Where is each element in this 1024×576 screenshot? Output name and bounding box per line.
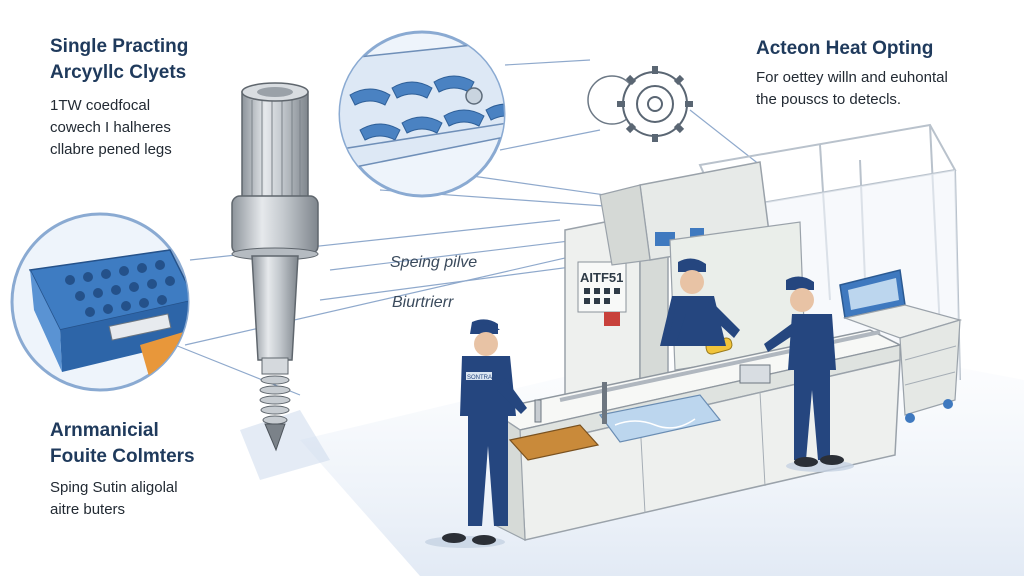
callout-top-left-title-line-2: Arcyyllc Clyets: [50, 62, 187, 83]
label-spring: Speing pilve: [390, 254, 478, 271]
callout-bottom-left-title-line-2: Fouite Colmters: [50, 446, 195, 467]
label-burr: Biurtrierr: [392, 294, 454, 311]
uniform-badge-text: SONTRAR: [467, 375, 497, 381]
callout-bottom-left-text-line-1: Sping Sutin aligolal: [50, 479, 178, 496]
worker-right: [764, 276, 854, 472]
magnified-blades-callout: [338, 30, 506, 198]
magnified-texture-callout: [10, 212, 190, 392]
callout-bottom-left-text-line-2: aitre buters: [50, 501, 126, 518]
callout-top-left-text-line-2: cowech I halheres: [50, 119, 171, 136]
gear-icon: [587, 66, 693, 142]
callout-bottom-left-title-line-1: Arnmanicial: [50, 420, 159, 441]
worker-middle: [660, 258, 740, 346]
callout-top-left-title-line-1: Single Practing: [50, 36, 189, 57]
panel-text: AITF51: [580, 270, 623, 285]
callout-top-right-title: Acteon Heat Opting: [756, 38, 934, 59]
callout-top-left-text-line-1: 1TW coedfocal: [50, 97, 151, 114]
tool-bit: [231, 82, 319, 452]
callout-top-right-text-line-1: For oettey willn and euhontal: [756, 69, 948, 86]
worker-left: [425, 319, 527, 548]
callout-top-right-text-line-2: the pouscs to detecls.: [756, 91, 902, 108]
control-console: [839, 269, 963, 423]
callout-top-left-text-line-3: cllabre pened legs: [50, 141, 172, 158]
